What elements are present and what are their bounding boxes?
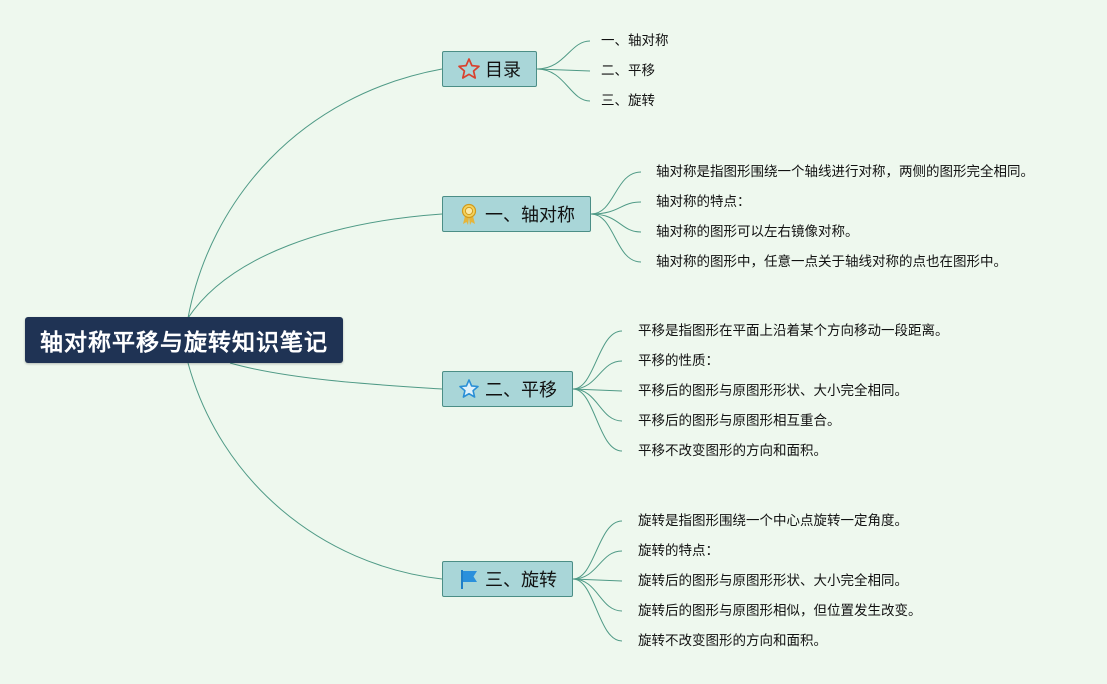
connector-translation-item-2 — [572, 360, 623, 390]
star-outline-icon — [457, 57, 481, 81]
branch-rotation[interactable]: 三、旋转 — [442, 561, 573, 597]
flag-icon — [457, 567, 481, 591]
connector-mulu-item-2 — [536, 68, 591, 72]
connector-axis-item-4 — [590, 213, 642, 263]
connector-root-axis — [187, 213, 443, 319]
rotation-note[interactable]: 旋转后的图形与原图形形状、大小完全相同。 — [638, 573, 908, 589]
rotation-note[interactable]: 旋转不改变图形的方向和面积。 — [638, 633, 827, 649]
connector-root-translation — [229, 362, 443, 390]
rotation-note[interactable]: 旋转后的图形与原图形相似，但位置发生改变。 — [638, 603, 922, 619]
connector-mulu-item-1 — [536, 40, 591, 70]
rotation-note[interactable]: 旋转的特点： — [638, 543, 719, 559]
connector-translation-item-4 — [572, 388, 623, 422]
root-topic[interactable]: 轴对称平移与旋转知识笔记 — [25, 317, 343, 363]
translation-note[interactable]: 平移的性质： — [638, 353, 719, 369]
root-topic-label: 轴对称平移与旋转知识笔记 — [40, 330, 328, 356]
connector-root-rotation — [187, 362, 443, 580]
connector-rotation-item-4 — [572, 578, 623, 612]
connector-axis-item-1 — [590, 171, 642, 215]
connector-axis-item-3 — [590, 213, 642, 233]
connector-rotation-item-2 — [572, 550, 623, 580]
branch-label: 一、轴对称 — [485, 205, 575, 226]
axis-symmetry-note[interactable]: 轴对称的图形可以左右镜像对称。 — [656, 224, 859, 240]
branch-table-of-contents[interactable]: 目录 — [442, 51, 537, 87]
connector-axis-item-2 — [590, 201, 642, 215]
branch-translation[interactable]: 二、平移 — [442, 371, 573, 407]
connector-rotation-item-1 — [572, 520, 623, 580]
connector-rotation-item-5 — [572, 578, 623, 642]
axis-symmetry-note[interactable]: 轴对称的特点： — [656, 194, 751, 210]
connector-translation-item-1 — [572, 330, 623, 390]
connector-rotation-item-3 — [572, 578, 623, 582]
branch-axis-symmetry[interactable]: 一、轴对称 — [442, 196, 591, 232]
star-outline-icon — [457, 377, 481, 401]
axis-symmetry-note[interactable]: 轴对称是指图形围绕一个轴线进行对称，两侧的图形完全相同。 — [656, 164, 1034, 180]
connector-root-mulu — [187, 68, 443, 319]
branch-label: 目录 — [485, 60, 521, 81]
award-ribbon-icon — [457, 202, 481, 226]
axis-symmetry-note[interactable]: 轴对称的图形中，任意一点关于轴线对称的点也在图形中。 — [656, 254, 1007, 270]
translation-note[interactable]: 平移是指图形在平面上沿着某个方向移动一段距离。 — [638, 323, 949, 339]
translation-note[interactable]: 平移后的图形与原图形相互重合。 — [638, 413, 841, 429]
rotation-note[interactable]: 旋转是指图形围绕一个中心点旋转一定角度。 — [638, 513, 908, 529]
connector-translation-item-3 — [572, 388, 623, 392]
translation-note[interactable]: 平移后的图形与原图形形状、大小完全相同。 — [638, 383, 908, 399]
branch-label: 二、平移 — [485, 380, 557, 401]
toc-item[interactable]: 三、旋转 — [601, 93, 655, 109]
branch-label: 三、旋转 — [485, 570, 557, 591]
toc-item[interactable]: 二、平移 — [601, 63, 655, 79]
toc-item[interactable]: 一、轴对称 — [601, 33, 669, 49]
translation-note[interactable]: 平移不改变图形的方向和面积。 — [638, 443, 827, 459]
connector-mulu-item-3 — [536, 68, 591, 102]
connector-translation-item-5 — [572, 388, 623, 452]
